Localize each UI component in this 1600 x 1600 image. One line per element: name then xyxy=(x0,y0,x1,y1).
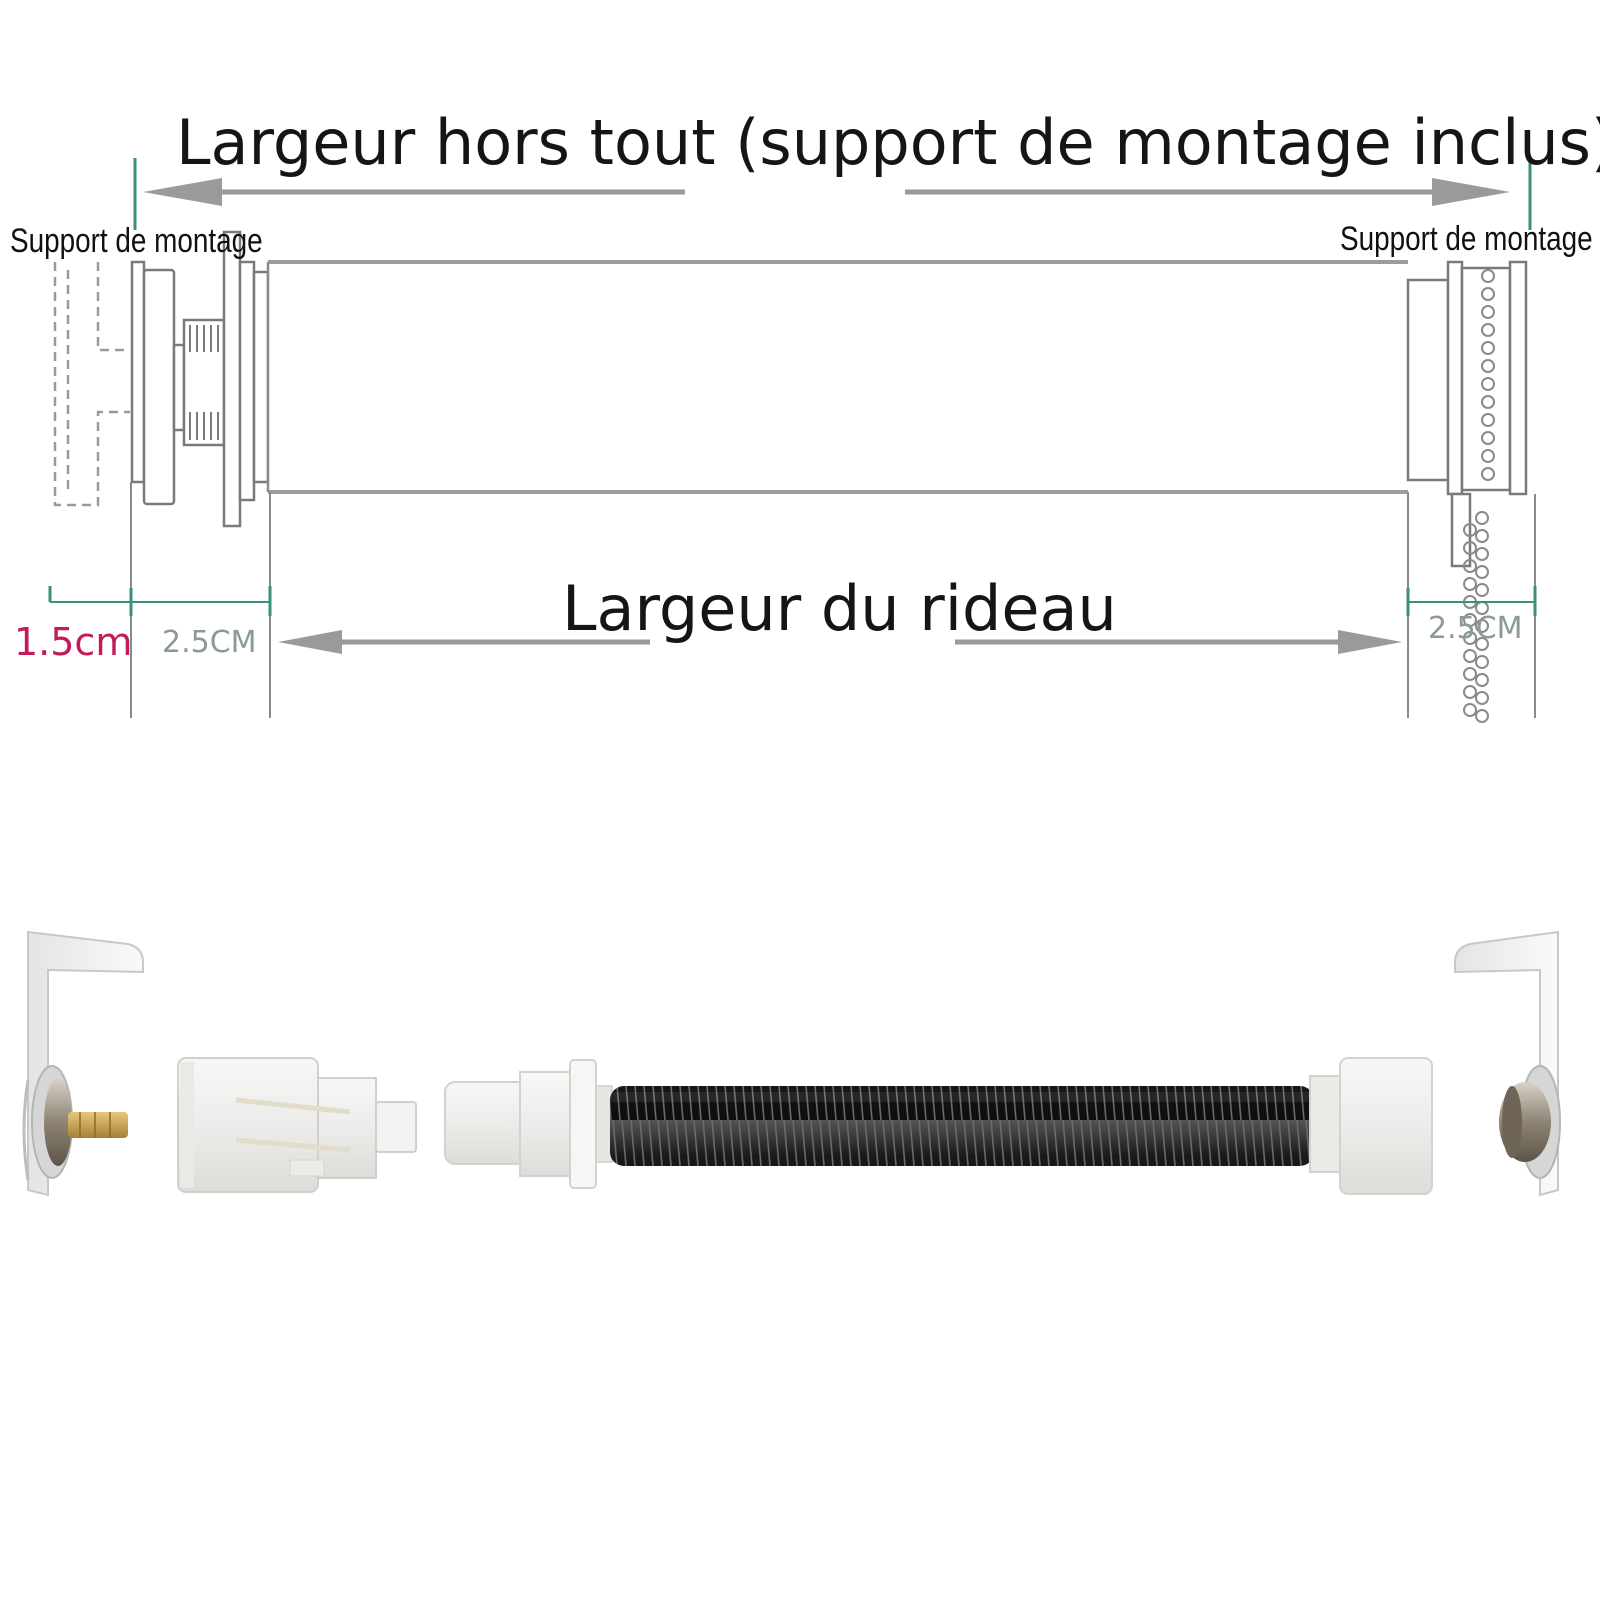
right-mounting-bracket xyxy=(1454,930,1561,1197)
right-end-assembly xyxy=(1406,260,1528,568)
technical-drawing xyxy=(48,158,1537,723)
curtain-width-label: Largeur du rideau xyxy=(562,572,1117,645)
left-mounting-bracket xyxy=(22,930,144,1197)
torsion-spring xyxy=(610,1086,1314,1166)
offset-right-label: 2.5CM xyxy=(1428,611,1523,646)
beaded-chain xyxy=(1463,269,1495,723)
overall-width-label: Largeur hors tout (support de montage in… xyxy=(176,106,1600,179)
overall-width-arrow xyxy=(143,178,1510,206)
offset-dimension-right xyxy=(1406,586,1537,616)
offset-small-label: 1.5cm xyxy=(14,620,133,664)
support-label-right: Support de montage xyxy=(1340,220,1593,258)
offset-dimension-left xyxy=(48,586,272,616)
left-end-assembly xyxy=(130,230,270,528)
spring-assembly xyxy=(444,1057,1433,1195)
roller-tube xyxy=(266,260,1408,494)
support-label-left: Support de montage xyxy=(10,222,263,260)
product-parts xyxy=(22,930,1561,1197)
curtain-width-arrow xyxy=(278,630,1402,654)
left-wall-bracket-dashed xyxy=(53,262,130,507)
left-end-plug xyxy=(177,1057,417,1193)
offset-left-label: 2.5CM xyxy=(162,625,257,660)
